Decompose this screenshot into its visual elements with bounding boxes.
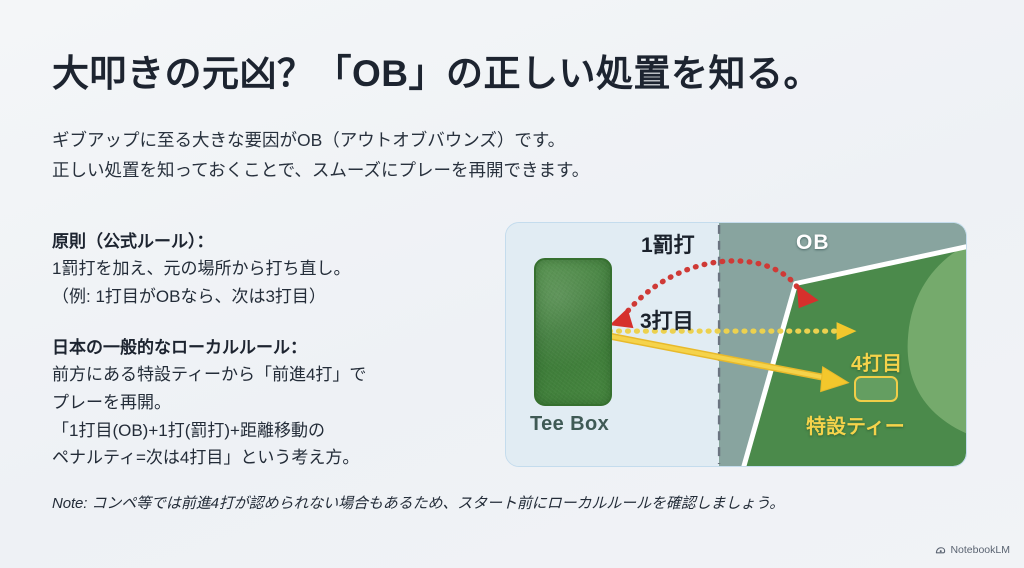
- ob-boundary-line-lower: [741, 281, 799, 466]
- ob-landing-arrowhead: [796, 284, 819, 309]
- page-title: 大叩きの元凶？「OB」の正しい処置を知る。: [52, 53, 821, 94]
- subtitle-line-2: 正しい処置を知っておくことで、スムーズにプレーを再開できます。: [52, 160, 590, 181]
- special-tee-shape: [854, 376, 898, 402]
- penalty-return-arc: [620, 258, 800, 319]
- section-line-principle-2: （例: 1打目がOBなら、次は3打目）: [52, 286, 326, 306]
- diagram-svg: [506, 223, 966, 466]
- ob-boundary-line-upper: [793, 244, 966, 286]
- section-line-localrule-1: 前方にある特設ティーから「前進4打」で: [52, 365, 367, 385]
- section-line-localrule-4: ペナルティ=次は4打目」という考え方。: [52, 448, 360, 468]
- third-shot-arrowhead: [836, 322, 857, 341]
- notebooklm-logo-icon: [936, 546, 946, 553]
- section-line-localrule-3: 「1打目(OB)+1打(罰打)+距離移動の: [52, 420, 325, 440]
- ob-zone-overlay: [719, 223, 966, 466]
- ob-ruling-diagram: Tee Box OB 1罰打 3打目 4打目 特設ティー: [505, 222, 967, 467]
- section-heading-localrule: 日本の一般的なローカルルール：: [52, 338, 307, 358]
- section-line-principle-1: 1罰打を加え、元の場所から打ち直し。: [52, 259, 351, 279]
- penalty-arrowhead: [609, 308, 634, 329]
- tee-box-shape: [534, 258, 612, 406]
- section-heading-principle: 原則（公式ルール）：: [52, 232, 214, 251]
- note-text: Note: コンペ等では前進4打が認められない場合もあるため、スタート前にローカ…: [52, 495, 785, 512]
- section-spacer: [52, 310, 492, 334]
- advance-arrowhead: [820, 365, 850, 393]
- body-text-column: 原則（公式ルール）： 1罰打を加え、元の場所から打ち直し。 （例: 1打目がOB…: [52, 228, 492, 472]
- notebooklm-watermark: NotebookLM: [935, 544, 1010, 556]
- section-line-localrule-2: プレーを再開。: [52, 392, 171, 412]
- fairway-highlight: [907, 244, 966, 434]
- subtitle-block: ギブアップに至る大きな要因がOB（アウトオブバウンズ）です。 正しい処置を知って…: [52, 125, 812, 185]
- watermark-label: NotebookLM: [950, 544, 1010, 556]
- subtitle-line-1: ギブアップに至る大きな要因がOB（アウトオブバウンズ）です。: [52, 130, 566, 150]
- advance-arrow-shaft: [607, 334, 833, 381]
